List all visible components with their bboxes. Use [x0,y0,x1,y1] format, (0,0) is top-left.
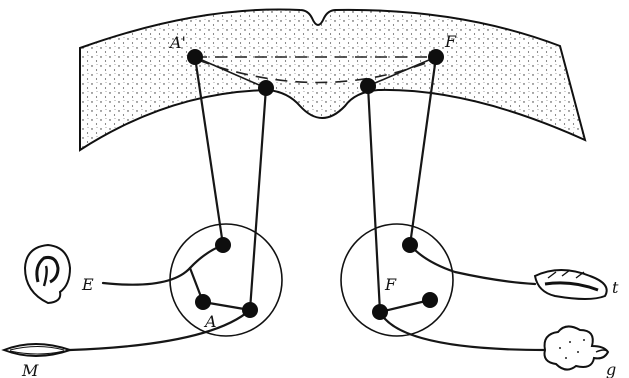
center-f-neuron-upper [402,237,418,253]
label-cortex-f: F [444,32,457,51]
center-a-neuron-lower-left [195,294,211,310]
cortex-f-fiber-up [368,86,380,312]
center-a-neuron-upper [215,237,231,253]
ear-icon [25,245,70,303]
cortex-neuron-f [428,49,444,65]
label-center-a: A [203,312,217,331]
label-gland: g [606,360,616,378]
label-tongue: t [612,278,619,297]
muscle-efferent-fiber [70,310,250,350]
center-f-neuron-lower-right [422,292,438,308]
label-cortex-a: A' [168,33,186,52]
muscle-icon [4,344,70,356]
center-f-neuron-lower-left [372,304,388,320]
label-center-f: F [384,275,397,294]
ear-afferent-fiber [103,245,223,285]
cortex-neuron-a-prime [187,49,203,65]
center-f-circle [341,224,453,336]
cortex-neuron-right-inner [360,78,376,94]
center-a-neuron-lower-right [242,302,258,318]
cortex-neuron-left-inner [258,80,274,96]
gland-icon [544,326,608,369]
label-ear: E [81,275,94,294]
cortex-band [80,9,585,150]
gland-efferent-fiber [380,312,545,350]
tongue-afferent-fiber [410,245,535,284]
label-muscle: M [21,361,39,378]
cortex-a-fiber-up [250,88,266,310]
tongue-icon [535,270,607,299]
